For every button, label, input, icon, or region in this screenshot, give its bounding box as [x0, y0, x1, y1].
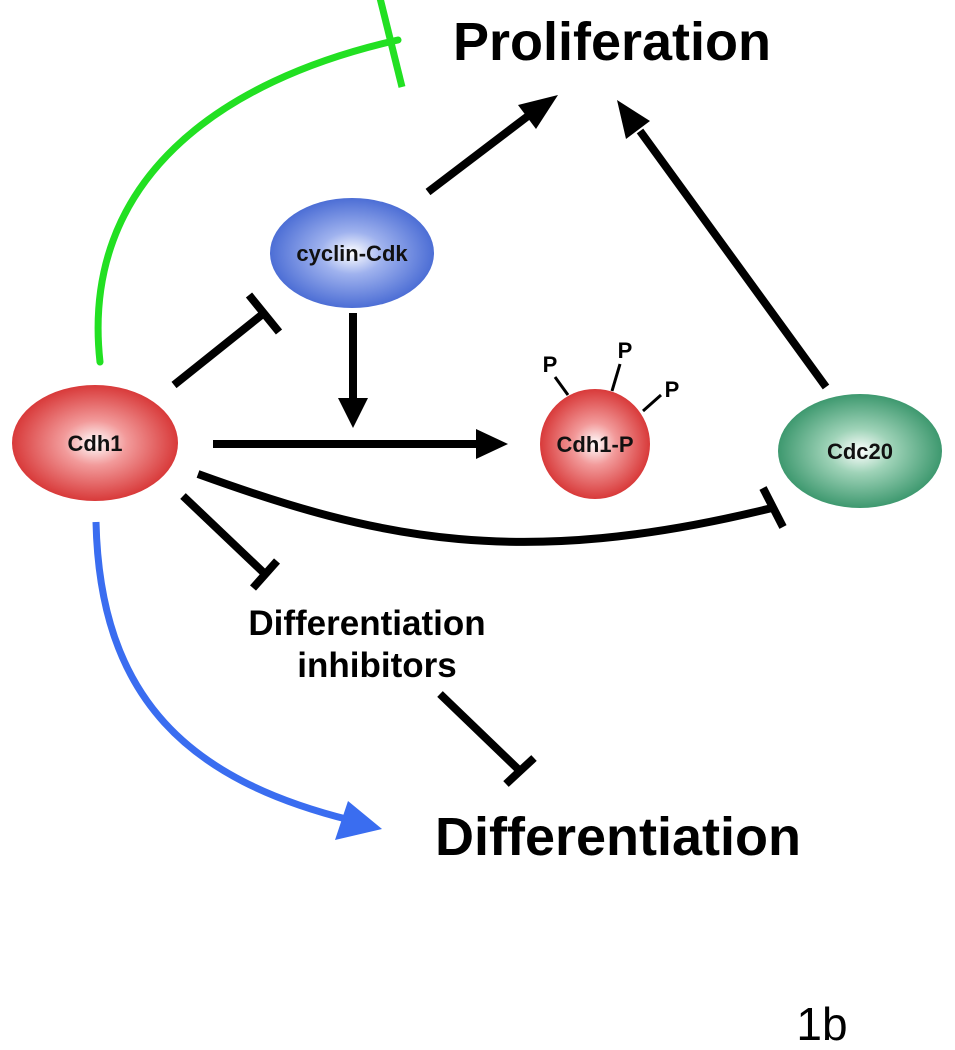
- phosphate-stem: [553, 376, 570, 396]
- inhibition-bar: [245, 292, 283, 335]
- inhibition-bar: [503, 755, 537, 787]
- node-cyclin-cdk-label: cyclin-Cdk: [296, 241, 408, 266]
- phosphate-stem: [610, 363, 622, 392]
- outcome-differentiation: Differentiation: [435, 807, 801, 867]
- edge-inhibitors-inhibit-differentiation: [437, 691, 523, 774]
- phosphate-label-1: P: [543, 352, 558, 377]
- outcome-proliferation: Proliferation: [453, 12, 771, 72]
- arrowhead: [338, 398, 368, 428]
- node-cdh1: Cdh1: [12, 385, 178, 501]
- edge-cdc20-to-proliferation: [636, 128, 830, 390]
- node-cdc20-label: Cdc20: [827, 439, 893, 464]
- inhibition-bar: [250, 558, 280, 591]
- phosphate-label-2: P: [618, 338, 633, 363]
- node-cdh1-label: Cdh1: [68, 431, 123, 456]
- edge-cyclin-cdk-to-proliferation: [425, 112, 531, 196]
- phosphate-label-3: P: [665, 377, 680, 402]
- arrowhead: [518, 95, 558, 129]
- node-cdc20: Cdc20: [778, 394, 942, 508]
- edge-cdh1-inhibits-differentiation-inhibitors: [180, 493, 268, 577]
- differentiation-inhibitors-line2: inhibitors: [297, 646, 456, 685]
- inhibition-bar: [759, 486, 787, 529]
- figure-label: 1b: [796, 998, 847, 1050]
- arrowhead: [476, 429, 508, 459]
- differentiation-inhibitors-line1: Differentiation: [248, 604, 485, 643]
- edge-cdh1-inhibits-cyclin-cdk: [171, 309, 267, 389]
- edge-cdh1-inhibits-cdc20: [196, 470, 773, 546]
- arrowhead: [617, 100, 650, 139]
- node-cdh1-p: Cdh1-P: [540, 389, 650, 499]
- arrowhead: [335, 801, 382, 840]
- edge-cdh1-inhibits-proliferation: [94, 36, 402, 366]
- inhibition-bar: [376, 0, 406, 88]
- node-cyclin-cdk: cyclin-Cdk: [270, 198, 434, 308]
- edge-cdh1-activates-differentiation: [92, 521, 351, 824]
- phosphate-stem: [642, 393, 662, 413]
- node-cdh1-p-label: Cdh1-P: [557, 432, 634, 457]
